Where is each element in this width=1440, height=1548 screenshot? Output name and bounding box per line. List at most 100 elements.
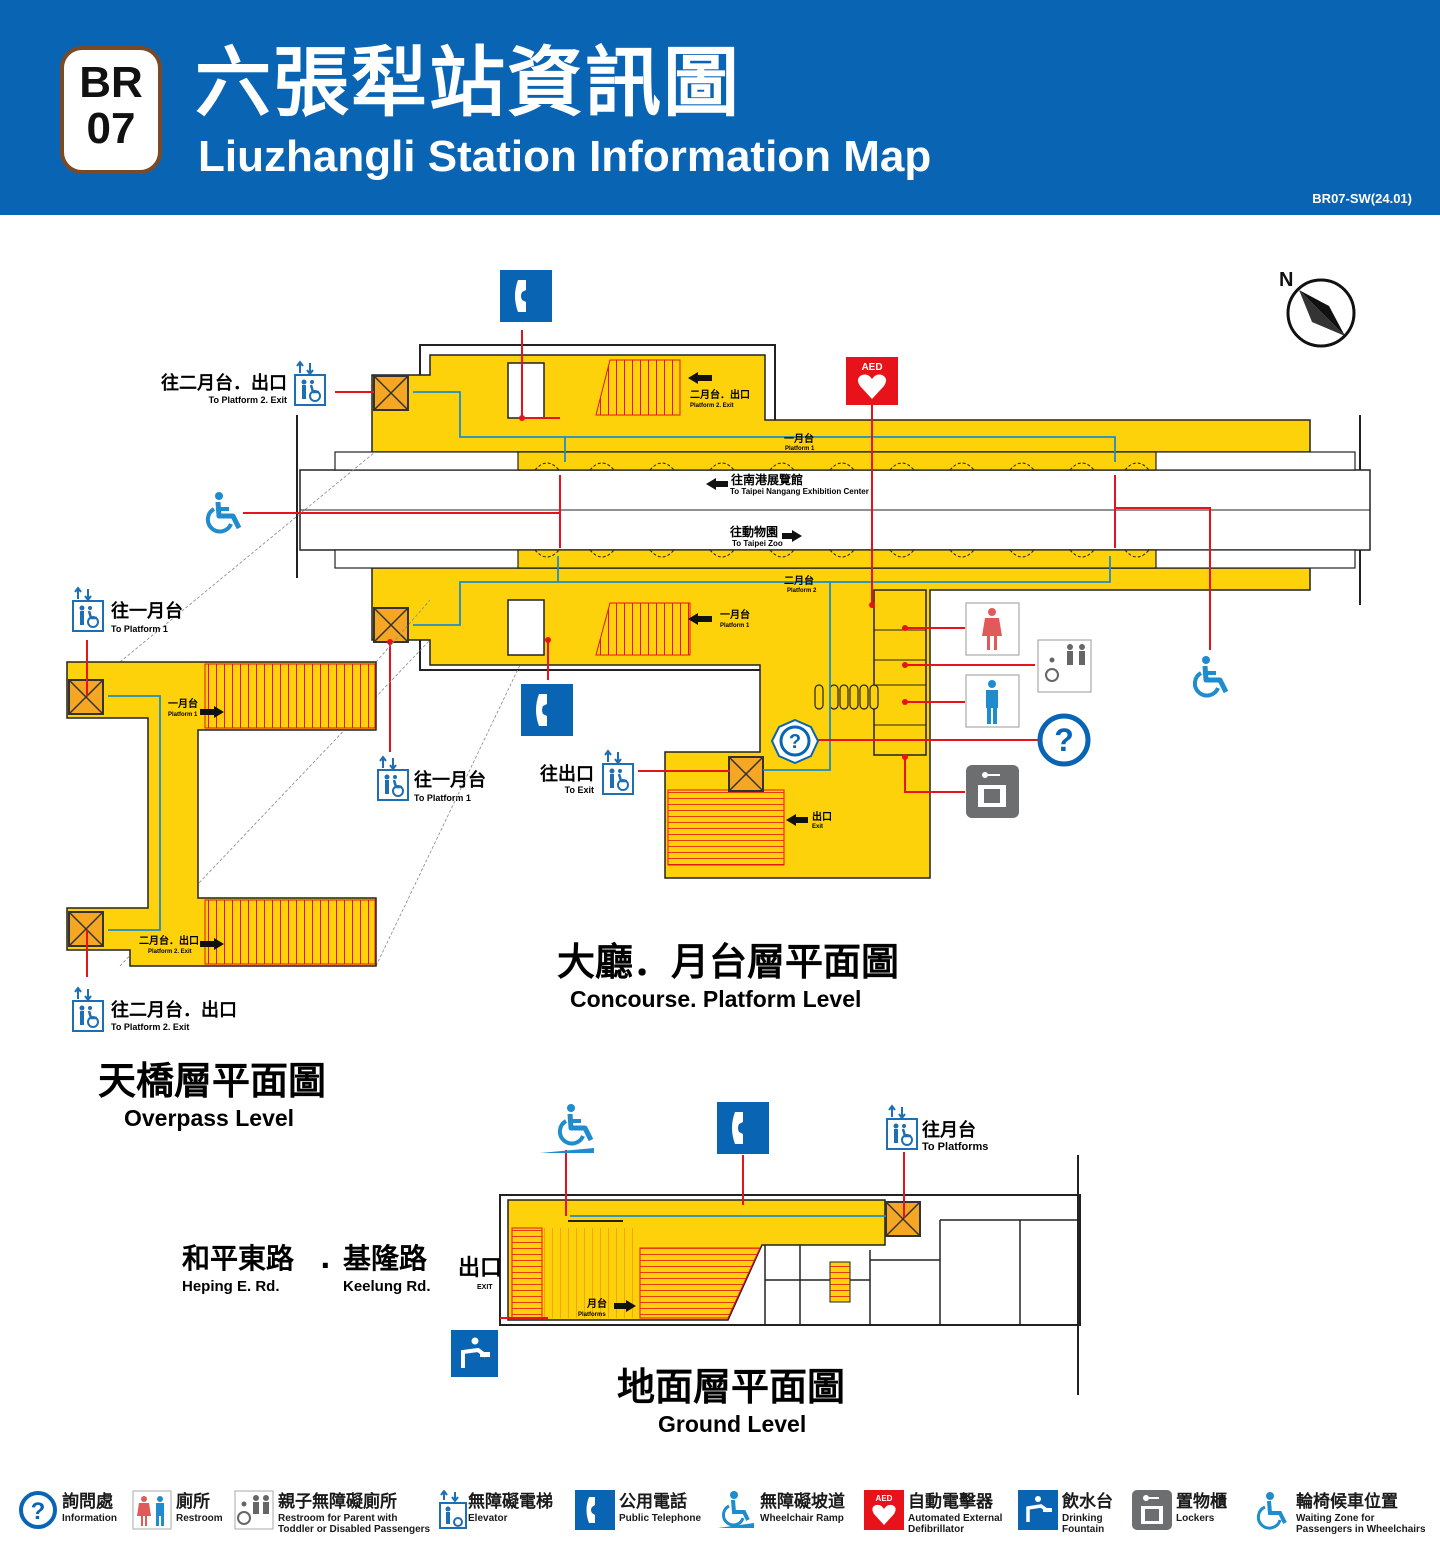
overpass-title-zh: 天橋層平面圖 [98,1059,326,1103]
drinking-fountain-icon [1018,1490,1058,1530]
locker-icon [1132,1490,1172,1530]
legend-label-zh: 輪椅候車位置 [1296,1492,1398,1512]
svg-text:?: ? [31,1498,46,1525]
elevator-exit-label-zh: 往出口 [540,763,594,785]
legend-label-en: Automated External [908,1513,1003,1524]
elevator-p2-label-en: To Platform 2. Exit [209,395,287,405]
svg-text:?: ? [789,731,801,753]
page-title-en: Liuzhangli Station Information Map [198,132,932,181]
concourse-title-zh: 大廳．月台層平面圖 [557,940,899,984]
ground-elevator-zh: 往月台 [922,1119,976,1141]
overpass-stair-top-zh: 一月台 [168,697,198,710]
legend-label-zh: 自動電擊器 [908,1492,993,1512]
elevator-icon [71,586,105,633]
platform2-label-zh: 二月台 [784,574,814,587]
legend-label-en: Elevator [468,1513,508,1524]
legend-label-en: Drinking [1062,1513,1103,1524]
telephone-icon [500,270,552,322]
stair-p2-label-zh: 二月台．出口 [690,388,750,401]
drinking-fountain-icon [451,1330,498,1377]
restroom-icon [132,1490,172,1530]
aed-label: AED [861,362,882,373]
overpass-level: 一月台 Platform 1 二月台．出口 Platform 2. Exit 往… [66,451,521,1131]
page-title-zh: 六張犁站資訊圖 [195,38,741,127]
svg-text:?: ? [1054,722,1074,758]
legend-label-en-line2: Passengers in Wheelchairs [1296,1524,1426,1535]
information-icon: ? [1037,713,1091,767]
legend-label-en-line2: Toddler or Disabled Passengers [278,1524,431,1535]
legend-label-zh: 無障礙電梯 [468,1492,553,1512]
restroom-male-icon [965,674,1020,728]
platform1-label-en: Platform 1 [785,446,815,452]
wheelchair-zone-icon [1256,1492,1287,1530]
platform2-label-en: Platform 2 [787,588,817,594]
ground-level: 月台 Platforms 往月台 To Platforms 和平東路 Hepin… [182,1102,1081,1437]
svg-text:AED: AED [876,1494,893,1503]
elevator-icon [601,749,635,796]
elevator-icon [376,755,410,802]
overpass-stair-bottom-zh: 二月台．出口 [139,934,199,947]
legend-label-zh: 詢問處 [62,1492,113,1512]
wheelchair-zone-icon [208,492,239,531]
direction-nangang-en: To Taipei Nangang Exhibition Center [730,487,869,496]
road1-en: Heping E. Rd. [182,1278,280,1295]
overpass-elevator-top-en: To Platform 1 [111,624,168,634]
road1-zh: 和平東路 [182,1242,295,1275]
telephone-icon [521,684,573,736]
road2-en: Keelung Rd. [343,1278,431,1295]
elevator-icon [71,986,105,1033]
road2-zh: 基隆路 [343,1242,428,1275]
ramp-icon [718,1491,754,1528]
legend-label-en: Restroom [176,1513,223,1524]
compass: N [1279,269,1356,348]
elevator-p2-label-zh: 往二月台．出口 [161,372,287,394]
ground-exit-zh: 出口 [458,1256,502,1281]
document-code: BR07-SW(24.01) [1312,191,1412,206]
legend-label-zh: 置物櫃 [1176,1492,1227,1512]
elevator-p1-label-zh: 往一月台 [414,769,486,791]
direction-nangang-zh: 往南港展覽館 [731,472,803,487]
legend: ? 詢問處 Information 廁所 Restroom 親子無障礙廁所 Re… [0,1482,1440,1542]
aed-icon: AED [864,1490,904,1530]
concourse-title-en: Concourse. Platform Level [570,986,861,1012]
ground-elevator-en: To Platforms [922,1141,988,1153]
ramp-icon [540,1104,594,1153]
restroom-female-icon [965,602,1020,656]
telephone-icon [717,1102,769,1154]
direction-zoo-en: To Taipei Zoo [732,539,783,548]
legend-label-en: Public Telephone [619,1513,702,1524]
ground-title-en: Ground Level [658,1411,806,1437]
legend-label-zh: 飲水台 [1062,1492,1113,1512]
overpass-elevator-bottom-zh: 往二月台．出口 [111,999,237,1021]
legend-label-zh: 公用電話 [619,1492,687,1512]
exit-label-zh: 出口 [812,810,832,823]
stair-p2-label-en: Platform 2. Exit [690,403,734,409]
family-restroom-icon [1037,639,1092,693]
direction-zoo-zh: 往動物園 [730,524,778,539]
ground-title-zh: 地面層平面圖 [617,1365,845,1409]
overpass-elevator-top-zh: 往一月台 [111,600,183,622]
legend-label-en: Wheelchair Ramp [760,1513,844,1524]
overpass-stair-top-en: Platform 1 [168,712,198,718]
information-icon: ? [19,1491,57,1529]
elevator-icon [293,360,327,407]
information-icon: ? [770,718,820,765]
ground-stair-zh: 月台 [586,1297,607,1310]
legend-label-zh: 親子無障礙廁所 [278,1492,397,1512]
overpass-elevator-bottom-en: To Platform 2. Exit [111,1022,189,1032]
wheelchair-zone-icon [1195,656,1226,695]
legend-label-en-line2: Defibrillator [908,1524,965,1535]
concourse-platform-level: 二月台．出口 Platform 2. Exit 一月台 Platform 1 往… [161,270,1371,1012]
line-code-badge: BR 07 [60,46,162,174]
legend-label-en: Waiting Zone for [1296,1513,1375,1524]
compass-north-label: N [1279,269,1293,291]
overpass-stair-bottom-en: Platform 2. Exit [148,949,192,955]
stair-p1-label-en: Platform 1 [720,623,750,629]
elevator-exit-label-en: To Exit [565,785,594,795]
exit-label-en: Exit [812,824,823,830]
ground-stair-en: Platforms [578,1312,606,1318]
legend-label-en: Information [62,1513,117,1524]
line-code-top: BR [79,58,143,107]
telephone-icon [575,1490,615,1530]
overpass-title-en: Overpass Level [124,1105,294,1131]
